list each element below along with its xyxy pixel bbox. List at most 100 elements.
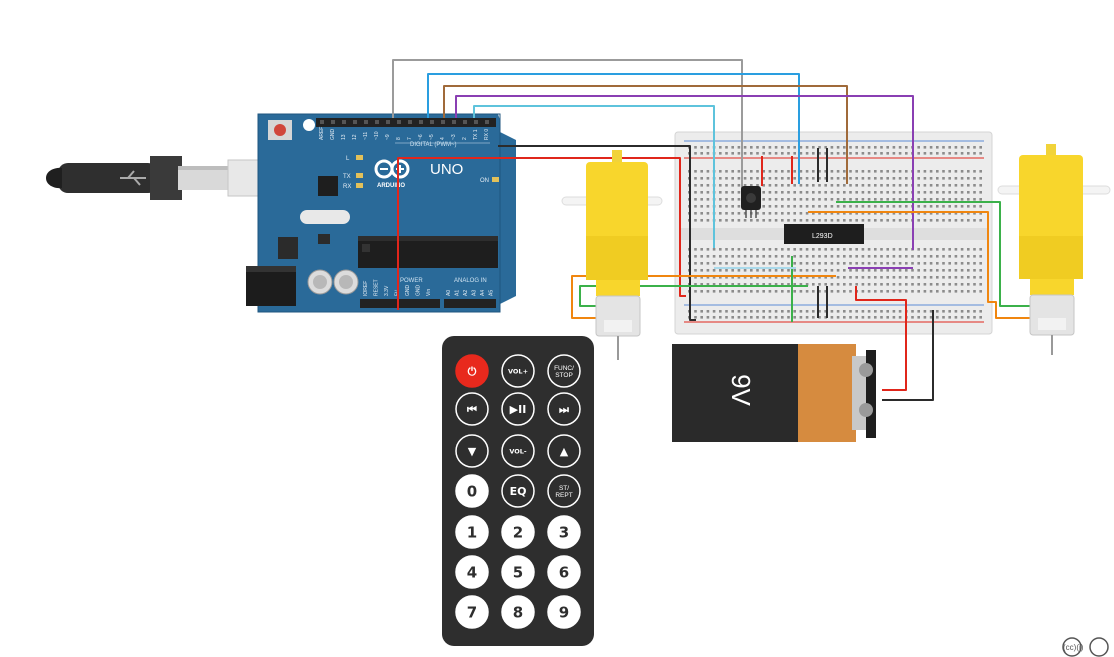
remote-button-vol-up[interactable]: VOL+ bbox=[501, 354, 535, 388]
breadboard-hole bbox=[805, 177, 809, 180]
breadboard-hole bbox=[929, 262, 933, 265]
reset-button[interactable] bbox=[274, 124, 286, 136]
right-dc-motor[interactable] bbox=[997, 144, 1111, 355]
breadboard-hole bbox=[973, 219, 976, 222]
breadboard-hole bbox=[855, 219, 858, 222]
breadboard-hole bbox=[836, 152, 840, 155]
breadboard-hole bbox=[886, 248, 889, 251]
breadboard-hole bbox=[719, 219, 722, 222]
breadboard-hole bbox=[750, 262, 753, 265]
remote-button-play-pause[interactable]: ▶II bbox=[501, 392, 535, 426]
breadboard-hole bbox=[824, 269, 827, 272]
breadboard-hole bbox=[737, 219, 741, 222]
breadboard-hole bbox=[706, 219, 710, 222]
breadboard-hole bbox=[762, 170, 765, 173]
breadboard-hole bbox=[948, 316, 951, 319]
breadboard-hole bbox=[781, 269, 784, 272]
breadboard-hole bbox=[725, 316, 728, 319]
breadboard-hole bbox=[756, 316, 759, 319]
breadboard-hole bbox=[979, 152, 982, 155]
remote-button-seven[interactable]: 7 bbox=[455, 595, 489, 629]
breadboard-hole bbox=[936, 184, 939, 187]
breadboard-hole bbox=[911, 269, 914, 272]
digital-header[interactable] bbox=[316, 118, 496, 127]
breadboard-hole bbox=[812, 262, 815, 265]
breadboard-hole bbox=[700, 198, 703, 201]
ir-receiver[interactable] bbox=[741, 186, 761, 218]
breadboard-hole bbox=[936, 262, 939, 265]
remote-button-zero[interactable]: 0 bbox=[455, 474, 489, 508]
remote-button-up[interactable]: ▲ bbox=[547, 434, 581, 468]
breadboard-hole bbox=[756, 212, 759, 215]
breadboard-hole bbox=[880, 316, 883, 319]
breadboard-hole bbox=[731, 283, 734, 286]
remote-button-eight[interactable]: 8 bbox=[501, 595, 535, 629]
breadboard-hole bbox=[898, 198, 902, 201]
breadboard-hole bbox=[743, 212, 747, 215]
breadboard-hole bbox=[812, 316, 815, 319]
remote-button-six[interactable]: 6 bbox=[547, 555, 581, 589]
breadboard-hole bbox=[725, 219, 728, 222]
pin-label: ~5 bbox=[429, 134, 435, 140]
analog-header[interactable] bbox=[444, 299, 496, 308]
breadboard-hole bbox=[719, 170, 722, 173]
breadboard-hole bbox=[867, 248, 871, 251]
remote-button-five[interactable]: 5 bbox=[501, 555, 535, 589]
breadboard-hole bbox=[706, 205, 710, 208]
breadboard-hole bbox=[812, 248, 815, 251]
breadboard-hole bbox=[954, 262, 958, 265]
breadboard-hole bbox=[731, 316, 734, 319]
breadboard-hole bbox=[892, 316, 896, 319]
breadboard-hole bbox=[960, 212, 964, 215]
remote-button-prev[interactable]: ⏮ bbox=[455, 392, 489, 426]
breadboard-hole bbox=[824, 177, 827, 180]
usb-cable[interactable] bbox=[46, 156, 269, 200]
breadboard-hole bbox=[719, 283, 722, 286]
breadboard-hole bbox=[762, 212, 765, 215]
remote-button-vol-down[interactable]: VOL- bbox=[501, 434, 535, 468]
remote-button-next[interactable]: ⏭ bbox=[547, 392, 581, 426]
breadboard-hole bbox=[929, 269, 933, 272]
battery-9v[interactable]: 9V bbox=[672, 344, 876, 442]
power-header[interactable] bbox=[360, 299, 440, 308]
breadboard-hole bbox=[830, 146, 834, 149]
breadboard-hole bbox=[700, 191, 703, 194]
breadboard-hole bbox=[725, 184, 728, 187]
breadboard-hole bbox=[855, 248, 858, 251]
breadboard-hole bbox=[936, 212, 939, 215]
pin-label: ~10 bbox=[374, 131, 380, 140]
breadboard-hole bbox=[911, 316, 914, 319]
remote-button-eq[interactable]: EQ bbox=[501, 474, 535, 508]
remote-button-one[interactable]: 1 bbox=[455, 515, 489, 549]
svg-text:6: 6 bbox=[559, 563, 569, 581]
breadboard-hole bbox=[799, 198, 803, 201]
remote-button-repeat[interactable]: ST/REPT bbox=[547, 474, 581, 508]
dc-power-jack[interactable] bbox=[246, 266, 296, 306]
remote-button-nine[interactable]: 9 bbox=[547, 595, 581, 629]
breadboard-hole bbox=[737, 198, 741, 201]
breadboard-hole bbox=[973, 262, 976, 265]
breadboard-hole bbox=[830, 316, 834, 319]
breadboard-hole bbox=[793, 283, 796, 286]
pin-label: 8 bbox=[396, 137, 402, 140]
l293d-driver-chip[interactable]: L293D bbox=[784, 224, 864, 244]
remote-button-power[interactable]: ⏻ bbox=[455, 354, 489, 388]
breadboard-hole bbox=[812, 205, 815, 208]
remote-button-four[interactable]: 4 bbox=[455, 555, 489, 589]
breadboard-hole bbox=[905, 146, 908, 149]
left-dc-motor[interactable] bbox=[561, 150, 663, 360]
breadboard-hole bbox=[861, 177, 865, 180]
breadboard-hole bbox=[774, 262, 778, 265]
breadboard-hole bbox=[793, 205, 796, 208]
breadboard-hole bbox=[725, 152, 728, 155]
remote-button-down[interactable]: ▼ bbox=[455, 434, 489, 468]
breadboard-hole bbox=[942, 276, 945, 279]
breadboard-hole bbox=[929, 152, 933, 155]
remote-button-func-stop[interactable]: FUNC/STOP bbox=[547, 354, 581, 388]
remote-button-three[interactable]: 3 bbox=[547, 515, 581, 549]
remote-button-two[interactable]: 2 bbox=[501, 515, 535, 549]
breadboard-hole bbox=[836, 219, 840, 222]
breadboard-hole bbox=[824, 262, 827, 265]
